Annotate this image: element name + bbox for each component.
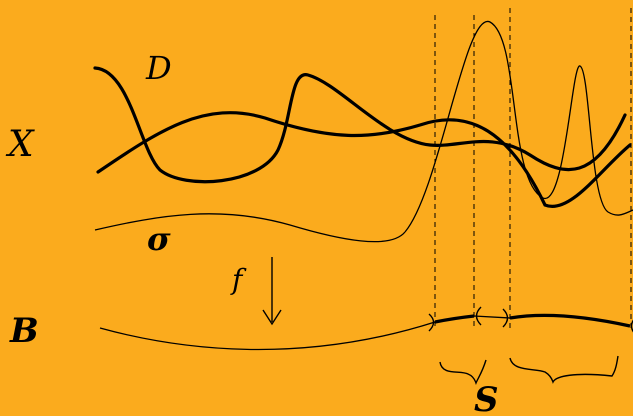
interval-endpoints xyxy=(428,306,633,333)
brace-left xyxy=(439,359,487,386)
map-arrow xyxy=(262,257,282,326)
label-f: f xyxy=(230,263,247,296)
wave-curve-x xyxy=(96,111,632,209)
section-oscillation-curve xyxy=(404,21,633,233)
label-b: B xyxy=(9,311,39,351)
label-x: X xyxy=(5,124,35,165)
section-curve xyxy=(94,213,406,243)
label-s: S xyxy=(474,380,499,416)
label-d: D xyxy=(145,49,172,87)
label-sigma: σ xyxy=(147,220,171,258)
brace-right xyxy=(509,355,619,384)
base-gap xyxy=(473,315,511,319)
base-interval-1 xyxy=(434,314,475,324)
base-line xyxy=(99,321,436,351)
base-interval-2 xyxy=(509,313,631,328)
divisor-curve-d xyxy=(93,66,627,184)
